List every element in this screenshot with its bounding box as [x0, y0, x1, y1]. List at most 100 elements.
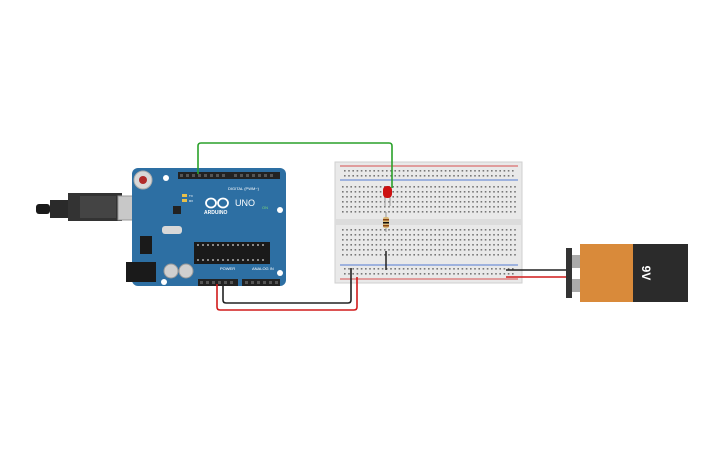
- breadboard-hole: [400, 244, 403, 246]
- breadboard-hole: [510, 211, 512, 213]
- breadboard-hole: [421, 201, 424, 203]
- breadboard-hole: [468, 191, 470, 193]
- breadboard-hole: [438, 186, 441, 188]
- breadboard-hole: [489, 186, 491, 188]
- breadboard-hole: [367, 206, 369, 208]
- breadboard-hole: [400, 186, 403, 188]
- breadboard-hole: [436, 175, 438, 177]
- breadboard-hole: [392, 186, 394, 188]
- breadboard-hole: [430, 234, 432, 236]
- breadboard-hole: [419, 273, 422, 275]
- breadboard-hole: [440, 273, 443, 275]
- breadboard-hole: [400, 239, 403, 241]
- breadboard[interactable]: [334, 161, 523, 284]
- breadboard-hole: [501, 254, 504, 256]
- breadboard-hole: [465, 175, 468, 177]
- breadboard-hole: [510, 229, 512, 231]
- breadboard-hole: [415, 273, 417, 275]
- breadboard-hole: [409, 244, 411, 246]
- breadboard-hole: [470, 268, 472, 270]
- breadboard-hole: [363, 201, 365, 203]
- power-barrel-jack[interactable]: [126, 262, 156, 282]
- breadboard-hole: [417, 239, 420, 241]
- arduino-uno-board[interactable]: DIGITAL (PWM~) ON TX RX ARDUINO UNO: [126, 168, 286, 286]
- breadboard-hole: [348, 268, 350, 270]
- breadboard-hole: [512, 273, 514, 275]
- breadboard-hole: [356, 268, 359, 270]
- breadboard-hole: [358, 254, 361, 256]
- microcontroller-pins: [197, 244, 264, 261]
- breadboard-hole: [484, 254, 487, 256]
- analog-pin-header[interactable]: [242, 279, 280, 286]
- red-power-wire[interactable]: [216, 277, 358, 311]
- breadboard-hole: [438, 234, 441, 236]
- breadboard-hole: [514, 234, 516, 236]
- resistor[interactable]: [383, 212, 389, 232]
- breadboard-hole: [342, 249, 344, 251]
- breadboard-hole: [438, 244, 441, 246]
- reset-button[interactable]: [139, 176, 147, 184]
- breadboard-hole: [428, 170, 430, 172]
- breadboard-hole: [428, 273, 430, 275]
- breadboard-hole: [352, 170, 354, 172]
- breadboard-hole: [436, 268, 438, 270]
- breadboard-hole: [484, 196, 487, 198]
- breadboard-hole: [463, 186, 466, 188]
- breadboard-hole: [402, 175, 405, 177]
- breadboard-hole: [501, 234, 504, 236]
- battery-9v[interactable]: 9V: [566, 244, 688, 302]
- breadboard-hole: [493, 206, 495, 208]
- digital-pin-header[interactable]: [178, 172, 280, 179]
- breadboard-hole: [400, 211, 403, 213]
- breadboard-hole: [461, 175, 464, 177]
- breadboard-hole: [472, 191, 474, 193]
- breadboard-hole: [501, 249, 504, 251]
- breadboard-hole: [430, 191, 432, 193]
- breadboard-hole: [375, 191, 378, 193]
- digital-header-label: DIGITAL (PWM~): [228, 186, 260, 191]
- breadboard-hole: [489, 249, 491, 251]
- breadboard-hole: [480, 211, 483, 213]
- breadboard-hole: [484, 239, 487, 241]
- breadboard-hole: [369, 175, 371, 177]
- breadboard-hole: [472, 249, 474, 251]
- breadboard-hole: [493, 234, 495, 236]
- breadboard-hole: [451, 196, 453, 198]
- breadboard-hole: [484, 249, 487, 251]
- breadboard-hole: [501, 196, 504, 198]
- breadboard-hole: [470, 170, 472, 172]
- breadboard-hole: [407, 273, 409, 275]
- breadboard-hole: [363, 186, 365, 188]
- breadboard-hole: [371, 186, 373, 188]
- breadboard-hole: [417, 234, 420, 236]
- breadboard-hole: [375, 186, 378, 188]
- breadboard-hole: [367, 201, 369, 203]
- breadboard-hole: [514, 201, 516, 203]
- breadboard-hole: [510, 239, 512, 241]
- breadboard-hole: [453, 273, 455, 275]
- power-header-label: POWER: [220, 266, 235, 271]
- breadboard-hole: [507, 273, 510, 275]
- green-signal-wire[interactable]: [197, 142, 393, 188]
- breadboard-hole: [459, 206, 462, 208]
- breadboard-hole: [358, 239, 361, 241]
- breadboard-hole: [354, 211, 357, 213]
- breadboard-hole: [480, 239, 483, 241]
- breadboard-hole: [510, 196, 512, 198]
- breadboard-hole: [363, 234, 365, 236]
- breadboard-hole: [413, 254, 415, 256]
- breadboard-hole: [417, 249, 420, 251]
- red-led[interactable]: [383, 186, 392, 206]
- breadboard-hole: [432, 273, 434, 275]
- breadboard-hole: [411, 170, 413, 172]
- breadboard-hole: [398, 175, 401, 177]
- breadboard-hole: [501, 244, 504, 246]
- black-ground-wire[interactable]: [222, 268, 352, 304]
- breadboard-hole: [354, 196, 357, 198]
- mount-hole: [277, 207, 283, 213]
- breadboard-hole: [392, 234, 394, 236]
- breadboard-hole: [501, 186, 504, 188]
- breadboard-hole: [392, 211, 394, 213]
- breadboard-hole: [514, 244, 516, 246]
